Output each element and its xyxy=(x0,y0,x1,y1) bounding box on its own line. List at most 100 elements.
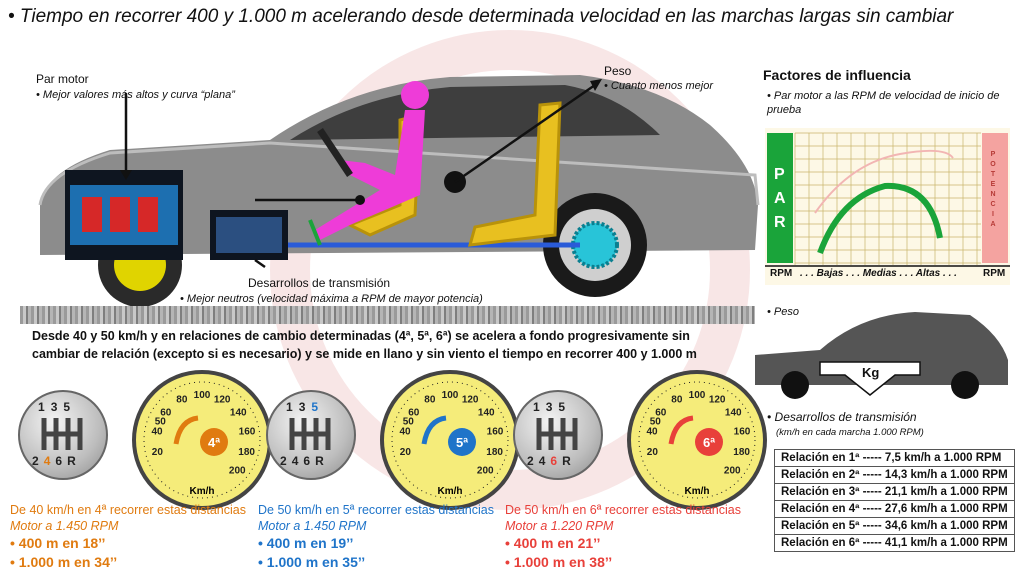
test-result-1000m: • 1.000 m en 35’’ xyxy=(258,554,366,570)
test-motor-rpm: Motor a 1.220 RPM xyxy=(505,519,614,533)
potencia-letter: P xyxy=(990,151,996,158)
method-description: Desde 40 y 50 km/h y en relaciones de ca… xyxy=(32,329,697,361)
gauge-tick-label: 80 xyxy=(671,395,683,406)
table-cell: Relación en 5ª ----- 34,6 km/h a 1.000 R… xyxy=(774,517,1015,535)
watermark-logo xyxy=(270,30,750,510)
potencia-letter: E xyxy=(990,181,996,188)
gear-indicator xyxy=(695,428,723,456)
par-letter-1: A xyxy=(774,190,786,207)
test-result-400m: • 400 m en 21’’ xyxy=(505,535,601,551)
gear-indicator-label: 6ª xyxy=(703,435,715,450)
test-result-400m: • 400 m en 19’’ xyxy=(258,535,354,551)
potencia-letter: C xyxy=(990,201,996,208)
acceleration-arrow-icon xyxy=(173,415,199,445)
factors-title: Factores de influencia xyxy=(763,67,911,83)
table-row: Relación en 6ª ----- 41,1 km/h a 1.000 R… xyxy=(774,534,1015,552)
table-row: Relación en 4ª ----- 27,6 km/h a 1.000 R… xyxy=(774,500,1015,518)
gauge-tick-label: 200 xyxy=(724,466,741,477)
table-cell: Relación en 3ª ----- 21,1 km/h a 1.000 R… xyxy=(774,483,1015,501)
table-cell: Relación en 2ª ----- 14,3 km/h a 1.000 R… xyxy=(774,466,1015,484)
shifter-number: 1 xyxy=(533,400,546,414)
gauge-tick-label: 80 xyxy=(424,395,436,406)
rpm-axis-middle: . . . Bajas . . . Medias . . . Altas . .… xyxy=(800,268,957,279)
gear-indicator-label: 4ª xyxy=(208,435,220,450)
gauge-tick-label: 140 xyxy=(478,408,495,419)
gauge-tick-label: 100 xyxy=(442,390,459,401)
shifter-number: R xyxy=(562,454,576,468)
gauge-tick-label: 180 xyxy=(733,447,750,458)
steering-wheel xyxy=(317,128,353,177)
shifter-number: R xyxy=(315,454,329,468)
potencia-letter: O xyxy=(990,161,996,168)
gauge-tick-label: 40 xyxy=(646,426,658,437)
peso-note: • Cuanto menos mejor xyxy=(604,80,714,92)
shifter-bottom-numbers: 246R xyxy=(280,454,329,468)
shifter-number: R xyxy=(67,454,81,468)
shifter-number: 6 xyxy=(303,454,316,468)
par-motor-note: • Mejor valores más altos y curva “plana… xyxy=(36,89,235,101)
shifter-top-numbers: 135 xyxy=(533,400,571,414)
gauge-tick-label: 200 xyxy=(477,466,494,477)
shifter-top-numbers: 135 xyxy=(38,400,76,414)
rpm-axis-left: RPM xyxy=(770,268,793,279)
gauge-tick-label: 60 xyxy=(655,408,667,419)
table-row: Relación en 2ª ----- 14,3 km/h a 1.000 R… xyxy=(774,466,1015,484)
gauge-unit-label: Km/h xyxy=(685,486,710,497)
shifter-number: 4 xyxy=(43,454,56,468)
gauge-tick-label: 100 xyxy=(689,390,706,401)
acceleration-arrow-icon xyxy=(668,415,694,445)
gauge-tick-label: 50 xyxy=(155,417,167,428)
desarrollos-title: Desarrollos de transmisión xyxy=(248,276,391,290)
test-caption: De 40 km/h en 4ª recorrer estas distanci… xyxy=(10,503,246,517)
shifter-bottom-numbers: 246R xyxy=(527,454,576,468)
desarrollos-note: • Mejor neutros (velocidad máxima a RPM … xyxy=(180,293,483,305)
shift-pattern-icon xyxy=(536,418,578,450)
shifter-number: 5 xyxy=(63,400,77,414)
acceleration-arrow-icon xyxy=(421,415,447,445)
shifter-number: 3 xyxy=(50,400,64,414)
potencia-curve xyxy=(814,149,954,214)
table-cell: Relación en 1ª ----- 7,5 km/h a 1.000 RP… xyxy=(774,449,1015,467)
weight-car-silhouette xyxy=(755,312,1008,399)
test-result-400m: • 400 m en 18’’ xyxy=(10,535,106,551)
gauge-tick-label: 100 xyxy=(194,390,211,401)
shifter-bottom-numbers: 246R xyxy=(32,454,81,468)
driver-head xyxy=(401,81,429,109)
gauge-tick-label: 160 xyxy=(487,426,504,437)
shift-pattern-icon xyxy=(289,418,331,450)
table-cell: Relación en 6ª ----- 41,1 km/h a 1.000 R… xyxy=(774,534,1015,552)
driver-body xyxy=(315,110,425,240)
potencia-letter: N xyxy=(990,191,996,198)
test-caption: De 50 km/h en 5ª recorrer estas distanci… xyxy=(258,503,494,517)
shifter-number: 2 xyxy=(280,454,292,468)
gear-indicator-label: 5ª xyxy=(456,435,468,450)
test-result-1000m: • 1.000 m en 34’’ xyxy=(10,554,118,570)
gauge-tick-label: 60 xyxy=(160,408,172,419)
road-surface-strip xyxy=(20,306,755,324)
gauge-tick-label: 160 xyxy=(239,426,256,437)
rear-seat xyxy=(467,101,562,247)
par-letter-2: R xyxy=(774,214,786,231)
par-letter-0: P xyxy=(774,166,785,183)
shifter-number: 2 xyxy=(32,454,44,468)
gauge-tick-label: 140 xyxy=(725,408,742,419)
gauge-tick-label: 60 xyxy=(408,408,420,419)
gear-indicator xyxy=(448,428,476,456)
factors-desarrollos-note: • Desarrollos de transmisión xyxy=(767,410,917,424)
gauge-tick-label: 160 xyxy=(734,426,751,437)
torque-power-chart xyxy=(765,128,1010,285)
gauge-tick-label: 20 xyxy=(152,447,164,458)
test-motor-rpm: Motor a 1.450 RPM xyxy=(258,519,367,533)
shifter-number: 6 xyxy=(55,454,68,468)
gauge-tick-label: 120 xyxy=(462,395,479,406)
shifter-number: 5 xyxy=(558,400,572,414)
table-row: Relación en 1ª ----- 7,5 km/h a 1.000 RP… xyxy=(774,449,1015,467)
gauge-tick-label: 180 xyxy=(238,447,255,458)
shifter-number: 3 xyxy=(545,400,559,414)
rpm-axis-right: RPM xyxy=(983,268,1006,279)
factors-desarrollos-sub: (km/h en cada marcha 1.000 RPM) xyxy=(776,427,924,438)
potencia-letter: A xyxy=(990,221,996,228)
gauge-tick-label: 80 xyxy=(176,395,188,406)
